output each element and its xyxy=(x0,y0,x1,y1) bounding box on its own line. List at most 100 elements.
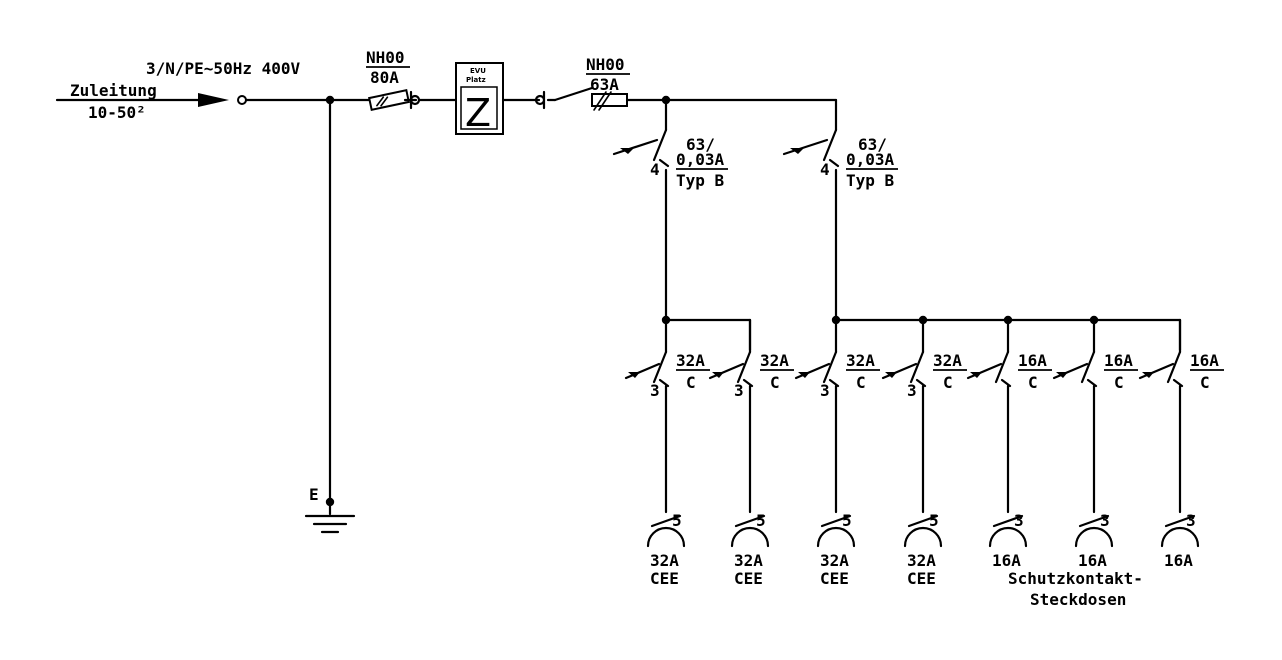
circuit-7: 16A C 3 16A xyxy=(1138,318,1224,570)
breaker-curve: C xyxy=(943,373,953,392)
socket-poles: 5 xyxy=(929,511,939,530)
breaker-poles: 3 xyxy=(650,381,660,400)
breaker-curve: C xyxy=(856,373,866,392)
trip-arrow-icon xyxy=(798,372,810,378)
circuit-5: 16A C 3 16A xyxy=(966,318,1052,570)
rcd-2-poles: 4 xyxy=(820,160,830,179)
trip-arrow-icon xyxy=(712,372,724,378)
socket-rating: 32A xyxy=(820,551,849,570)
socket-icon xyxy=(988,514,1028,548)
supply-system-label: 3/N/PE~50Hz 400V xyxy=(146,59,300,78)
post-meter-fuse-rating: 63A xyxy=(590,75,619,94)
breaker-actuator xyxy=(708,362,745,380)
socket-icon xyxy=(1160,514,1200,548)
feeder-section: 10-50² xyxy=(88,103,146,122)
socket-icon xyxy=(1074,514,1114,548)
rcd-2-sensitivity: 0,03A xyxy=(846,150,895,169)
socket-poles: 5 xyxy=(842,511,852,530)
trip-arrow-icon xyxy=(1142,372,1154,378)
feeder-label: Zuleitung xyxy=(70,81,157,100)
busbars xyxy=(661,315,1182,352)
breaker-curve: C xyxy=(1114,373,1124,392)
earth-label: E xyxy=(309,485,319,504)
meter: EVU Platz Z xyxy=(455,62,504,135)
socket-rating: 32A xyxy=(734,551,763,570)
rcd-1-rating: 63/ xyxy=(686,135,715,154)
breaker-actuator xyxy=(881,362,918,380)
trip-arrow-icon xyxy=(885,372,897,378)
trip-arrow-icon xyxy=(790,148,804,154)
breaker-poles: 3 xyxy=(907,381,917,400)
breaker-rating: 32A xyxy=(933,351,962,370)
socket-rating: 32A xyxy=(650,551,679,570)
fuse-icon xyxy=(591,91,628,111)
fuse-icon xyxy=(367,88,411,112)
main-fuse-rating: 80A xyxy=(370,68,399,87)
trip-arrow-icon xyxy=(620,148,634,154)
socket-rating: 32A xyxy=(907,551,936,570)
breaker-actuator xyxy=(966,362,1003,380)
breaker-rating: 16A xyxy=(1018,351,1047,370)
socket-kind: CEE xyxy=(734,569,763,588)
breaker-rating: 16A xyxy=(1104,351,1133,370)
socket-kind: CEE xyxy=(820,569,849,588)
circuit-6: 16A C 3 16A xyxy=(1052,318,1138,570)
rcd-1: 4 63/ 0,03A Typ B xyxy=(612,98,728,322)
breaker-actuator xyxy=(1052,362,1089,380)
breaker-poles: 3 xyxy=(820,381,830,400)
meter-label-bottom: Platz xyxy=(466,76,486,84)
meter-symbol: Z xyxy=(465,91,491,135)
rcd-1-poles: 4 xyxy=(650,160,660,179)
breaker-actuator xyxy=(1138,362,1175,380)
socket-poles: 5 xyxy=(756,511,766,530)
main-fuse-type: NH00 xyxy=(366,48,405,67)
breaker-rating: 32A xyxy=(846,351,875,370)
socket-rating: 16A xyxy=(1164,551,1193,570)
earth-ground-icon xyxy=(304,514,356,534)
breaker-curve: C xyxy=(1200,373,1210,392)
post-meter-fuse: NH00 63A xyxy=(586,55,838,111)
breaker-rating: 32A xyxy=(760,351,789,370)
socket-group-label: Schutzkontakt- Steckdosen xyxy=(1008,569,1143,609)
socket-kind: CEE xyxy=(650,569,679,588)
socket-icon xyxy=(816,514,856,548)
main-fuse: NH00 80A xyxy=(366,48,458,112)
socket-poles: 3 xyxy=(1014,511,1024,530)
rcd-2-rating: 63/ xyxy=(858,135,887,154)
socket-poles: 3 xyxy=(1100,511,1110,530)
breaker-curve: C xyxy=(1028,373,1038,392)
socket-icon xyxy=(730,514,770,548)
socket-rating: 16A xyxy=(1078,551,1107,570)
socket-rating: 16A xyxy=(992,551,1021,570)
breaker-curve: C xyxy=(770,373,780,392)
breaker-rating: 16A xyxy=(1190,351,1219,370)
socket-poles: 5 xyxy=(672,511,682,530)
socket-kind: CEE xyxy=(907,569,936,588)
breaker-actuator xyxy=(624,362,661,380)
meter-label-top: EVU xyxy=(470,67,486,75)
post-meter-fuse-type: NH00 xyxy=(586,55,625,74)
socket-icon xyxy=(903,514,943,548)
breaker-poles: 3 xyxy=(734,381,744,400)
earth-branch: E xyxy=(304,95,356,534)
socket-icon xyxy=(646,514,686,548)
feeder: Zuleitung 10-50² 3/N/PE~50Hz 400V xyxy=(55,59,374,122)
breaker-rating: 32A xyxy=(676,351,705,370)
trip-arrow-icon xyxy=(970,372,982,378)
breaker-curve: C xyxy=(686,373,696,392)
rcd-2: 4 63/ 0,03A Typ B xyxy=(782,98,898,322)
socket-poles: 3 xyxy=(1186,511,1196,530)
rcd-1-type: Typ B xyxy=(676,171,725,190)
rcd-1-sensitivity: 0,03A xyxy=(676,150,725,169)
socket-group-label-line2: Steckdosen xyxy=(1030,590,1126,609)
feeder-arrow-icon xyxy=(198,93,229,107)
post-meter-line xyxy=(501,86,594,110)
terminal-icon xyxy=(237,95,247,105)
circuits: 332AC532ACEE332AC532ACEE332AC532ACEE332A… xyxy=(624,318,1224,588)
trip-arrow-icon xyxy=(1056,372,1068,378)
